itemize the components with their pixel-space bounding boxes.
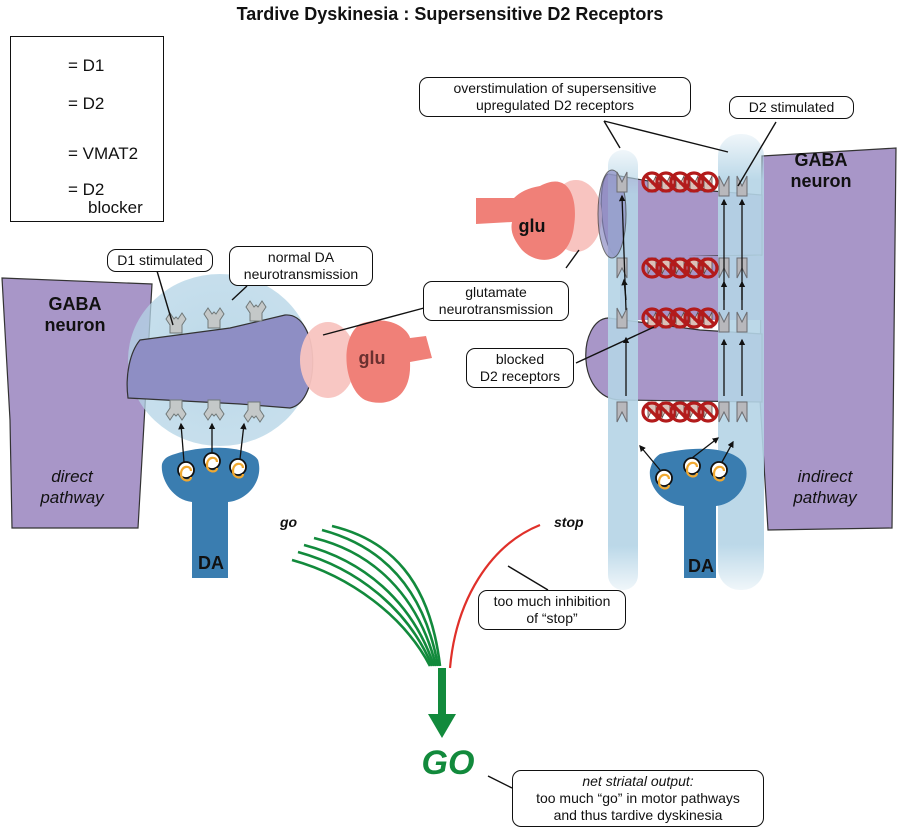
right-halo-left	[608, 150, 638, 590]
left-pathway-line2: pathway	[40, 488, 104, 507]
callout-blocked-d2-line1: blocked	[495, 351, 545, 367]
right-glu-label: glu	[518, 216, 546, 236]
callout-glutamate-line1: glutamate	[465, 284, 527, 300]
callout-overstimulation: overstimulation of supersensitive upregu…	[419, 77, 691, 117]
go-output-arrow	[428, 668, 456, 738]
callout-overstimulation-line1: overstimulation of supersensitive	[453, 80, 657, 96]
legend-d2-label: = D2	[68, 94, 105, 113]
callout-net-line1: net striatal output:	[582, 773, 694, 789]
right-gaba-label-line1: GABA	[794, 150, 848, 170]
right-release-arrows	[618, 194, 746, 396]
callout-normal-da-line1: normal DA	[267, 249, 335, 265]
legend-vmat2-label: = VMAT2	[68, 144, 139, 163]
legend-box	[10, 36, 164, 222]
legend-d1-label: = D1	[68, 56, 105, 75]
go-pathway-curves	[291, 524, 442, 667]
left-glu-cleft	[300, 322, 356, 398]
callout-net-line3: and thus tardive dyskinesia	[553, 807, 723, 823]
callout-blocked-d2-line2: D2 receptors	[479, 368, 561, 384]
go-output-label: GO	[421, 744, 475, 782]
callout-overstimulation-line2: upregulated D2 receptors	[476, 97, 634, 113]
left-dendrite	[126, 314, 314, 409]
callout-normal-da-line2: neurotransmission	[243, 266, 359, 282]
callout-normal-da: normal DA neurotransmission	[229, 246, 373, 286]
callout-blocked-d2: blocked D2 receptors	[466, 348, 574, 388]
callout-glutamate: glutamate neurotransmission	[423, 281, 569, 321]
callout-leader-lines	[156, 120, 777, 789]
right-pathway-line1: indirect	[797, 467, 853, 486]
callout-d2-stimulated: D2 stimulated	[729, 96, 854, 119]
right-da-neuron	[649, 448, 747, 578]
legend-d2-blocker-label-2: blocker	[88, 198, 143, 217]
right-halo-right	[718, 134, 764, 590]
diagram-title: Tardive Dyskinesia : Supersensitive D2 R…	[236, 4, 664, 24]
right-gaba-label: GABA neuron	[776, 150, 866, 192]
stop-label: stop	[554, 514, 584, 530]
left-pathway-label: direct pathway	[22, 466, 122, 508]
left-glu-label: glu	[358, 348, 386, 368]
go-label: go	[280, 514, 298, 530]
callout-net-striatal-output: net striatal output: too much “go” in mo…	[512, 770, 764, 827]
legend-d2-blocker-label-1: = D2	[68, 180, 105, 199]
right-pathway-line2: pathway	[793, 488, 857, 507]
callout-d1-stimulated: D1 stimulated	[107, 249, 213, 272]
callout-net-line2: too much “go” in motor pathways	[536, 790, 740, 806]
right-glu-terminal	[476, 181, 575, 260]
left-gaba-neuron	[1, 277, 153, 529]
left-release-arrows	[178, 422, 247, 463]
left-gaba-label-line2: neuron	[44, 315, 106, 335]
right-da-label: DA	[688, 556, 714, 576]
stop-pathway-curve	[448, 523, 541, 669]
callout-glutamate-line2: neurotransmission	[438, 301, 554, 317]
right-vesicle-arrows	[639, 437, 734, 471]
callout-inhibition-stop: too much inhibition of “stop”	[478, 590, 626, 630]
left-gaba-label-line1: GABA	[48, 294, 102, 314]
right-gaba-label-line2: neuron	[790, 171, 852, 191]
callout-inhibition-stop-line1: too much inhibition	[493, 593, 611, 609]
left-glu-terminal	[346, 320, 432, 403]
right-pathway-label: indirect pathway	[775, 466, 875, 508]
callout-inhibition-stop-line2: of “stop”	[526, 610, 578, 626]
left-pathway-line1: direct	[51, 467, 93, 486]
left-da-label: DA	[198, 553, 224, 573]
left-gaba-label: GABA neuron	[30, 294, 120, 336]
